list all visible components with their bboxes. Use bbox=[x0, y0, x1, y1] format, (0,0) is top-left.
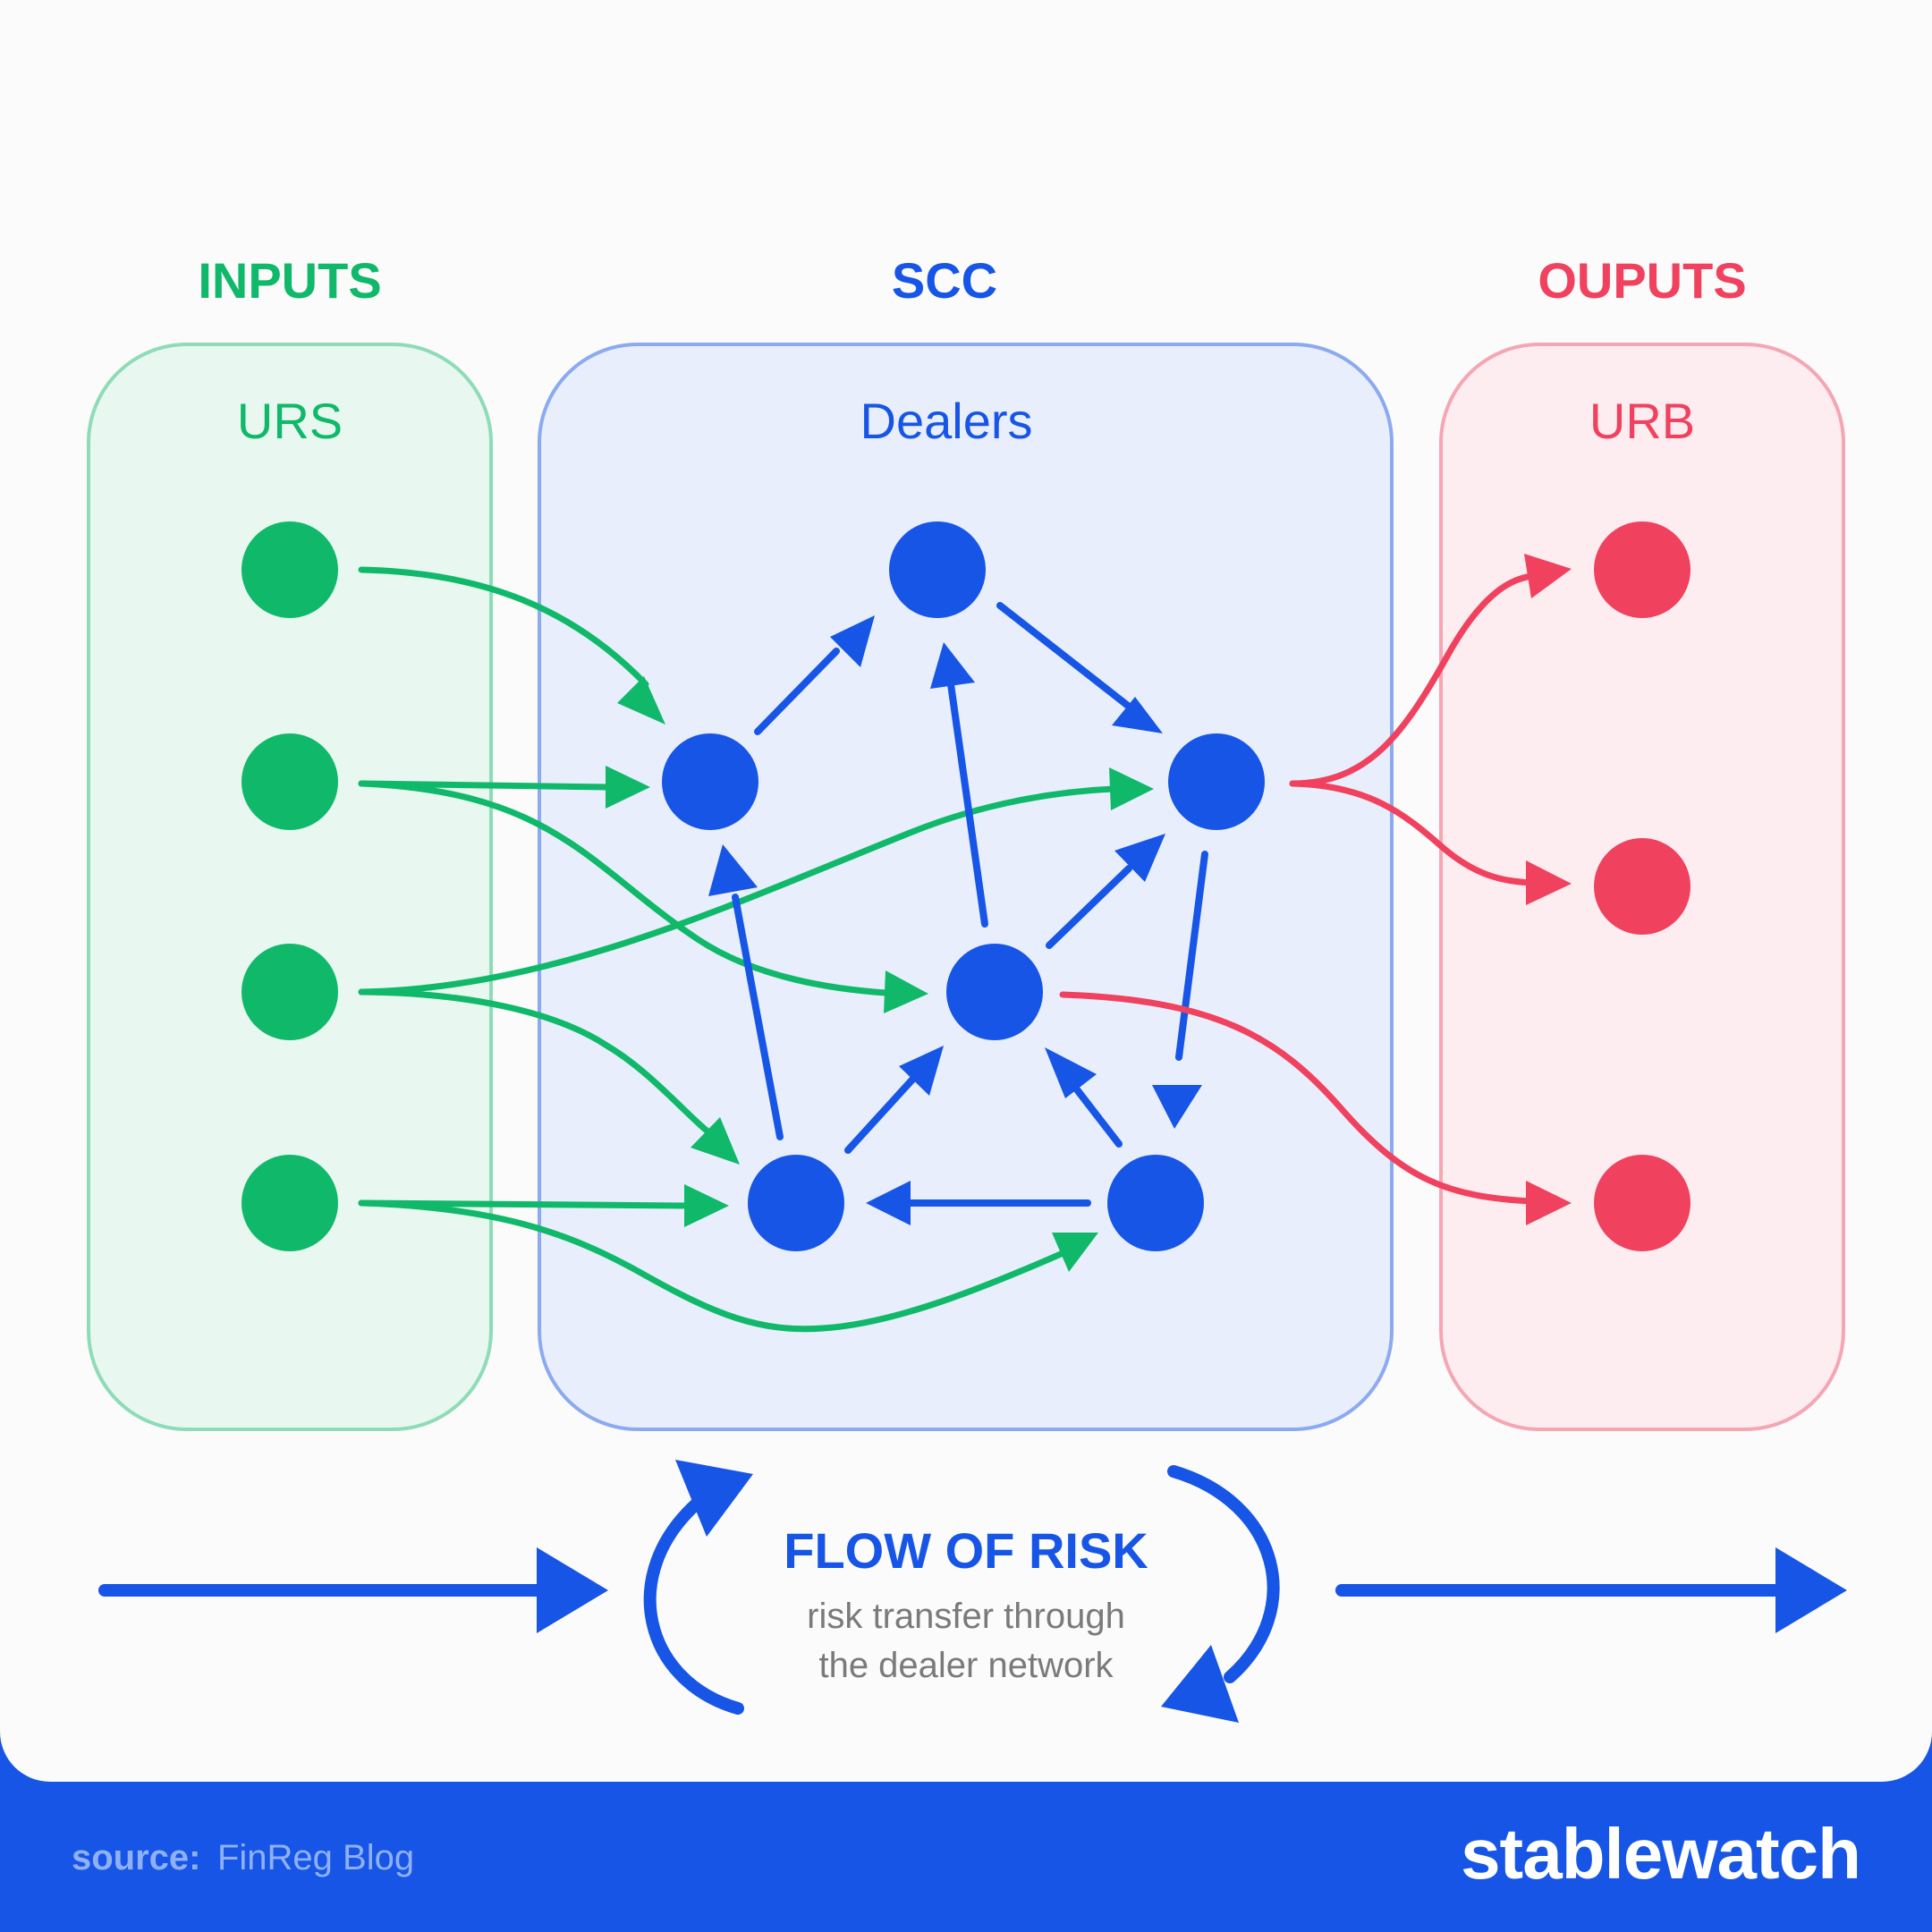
flow-subtitle-line1: risk transfer through bbox=[807, 1597, 1125, 1636]
edge-urs2-dealerC bbox=[358, 780, 889, 996]
urb-node-2 bbox=[1594, 838, 1690, 935]
source-value: FinReg Blog bbox=[217, 1838, 414, 1877]
urs-label: URS bbox=[237, 393, 343, 449]
arrowhead bbox=[606, 766, 650, 809]
edge-dealerB-urb2 bbox=[1289, 780, 1535, 886]
arrowhead bbox=[1152, 1085, 1202, 1129]
scc-box bbox=[538, 343, 1394, 1431]
arrowhead bbox=[1052, 1233, 1098, 1272]
brand-logo: stablewatch bbox=[1461, 1814, 1860, 1894]
urb-label: URB bbox=[1589, 393, 1695, 449]
edge-dealerE-dealerC bbox=[1070, 1081, 1123, 1148]
edge-dealerC-dealerTop bbox=[946, 674, 988, 928]
dealer-node-b bbox=[1168, 733, 1265, 830]
urs-node-4 bbox=[242, 1155, 338, 1251]
dealer-node-top bbox=[889, 521, 986, 618]
urs-node-1 bbox=[242, 521, 338, 618]
arrowhead bbox=[830, 615, 875, 667]
edge-urs3-dealerB bbox=[358, 785, 1117, 996]
edge-dealerB-urb1 bbox=[1289, 572, 1535, 787]
urs-node-2 bbox=[242, 733, 338, 830]
outputs-heading: OUPUTS bbox=[1538, 252, 1746, 309]
arrowhead bbox=[866, 1181, 911, 1225]
urb-node-3 bbox=[1594, 1155, 1690, 1251]
flow-subtitle-line2: the dealer network bbox=[818, 1646, 1114, 1685]
arrowhead bbox=[617, 676, 665, 724]
source-line: source: FinReg Blog bbox=[72, 1838, 414, 1877]
arrowhead bbox=[1114, 834, 1165, 882]
dealer-node-c bbox=[946, 944, 1043, 1040]
scc-heading: SCC bbox=[892, 252, 997, 309]
arrowhead bbox=[1109, 767, 1154, 810]
edge-dealerC-urb3 bbox=[1059, 991, 1535, 1205]
cycle-arrow-right bbox=[1161, 1465, 1280, 1723]
edge-dealerC-dealerB bbox=[1046, 865, 1132, 949]
arrowhead bbox=[1526, 1181, 1572, 1225]
flow-right-arrow bbox=[1335, 1547, 1847, 1633]
edge-urs1-dealerA bbox=[358, 566, 649, 688]
arrowhead bbox=[1045, 1047, 1097, 1098]
arrowhead bbox=[708, 844, 758, 896]
inputs-box bbox=[87, 343, 493, 1431]
arrowhead bbox=[930, 642, 975, 689]
arrowhead bbox=[691, 1117, 740, 1165]
edge-dealerD-dealerC bbox=[844, 1076, 916, 1154]
arrowhead bbox=[884, 970, 928, 1013]
dealers-label: Dealers bbox=[860, 393, 1033, 449]
cycle-arrow-left bbox=[643, 1460, 753, 1715]
dealer-node-d bbox=[748, 1155, 844, 1251]
flow-left-arrow bbox=[98, 1547, 608, 1633]
urs-node-3 bbox=[242, 944, 338, 1040]
urb-node-1 bbox=[1594, 521, 1690, 618]
edge-dealerB-dealerE bbox=[1175, 851, 1208, 1061]
arrowhead bbox=[684, 1184, 729, 1227]
flow-of-risk-title: FLOW OF RISK bbox=[784, 1522, 1148, 1579]
arrowhead bbox=[899, 1046, 944, 1096]
arrowhead bbox=[1524, 554, 1572, 598]
edge-dealerA-dealerTop bbox=[754, 648, 840, 735]
dealer-node-a bbox=[662, 733, 758, 830]
inputs-heading: INPUTS bbox=[198, 252, 381, 309]
dealer-node-e bbox=[1107, 1155, 1204, 1251]
edge-urs3-dealerD bbox=[358, 988, 719, 1141]
arrowhead bbox=[1526, 860, 1572, 905]
arrowhead bbox=[1112, 697, 1163, 733]
source-label: source: bbox=[72, 1838, 201, 1877]
edge-dealerTop-dealerB bbox=[996, 602, 1140, 716]
edge-dealerD-dealerA bbox=[732, 894, 784, 1140]
edge-urs4-dealerE bbox=[358, 1199, 1072, 1333]
